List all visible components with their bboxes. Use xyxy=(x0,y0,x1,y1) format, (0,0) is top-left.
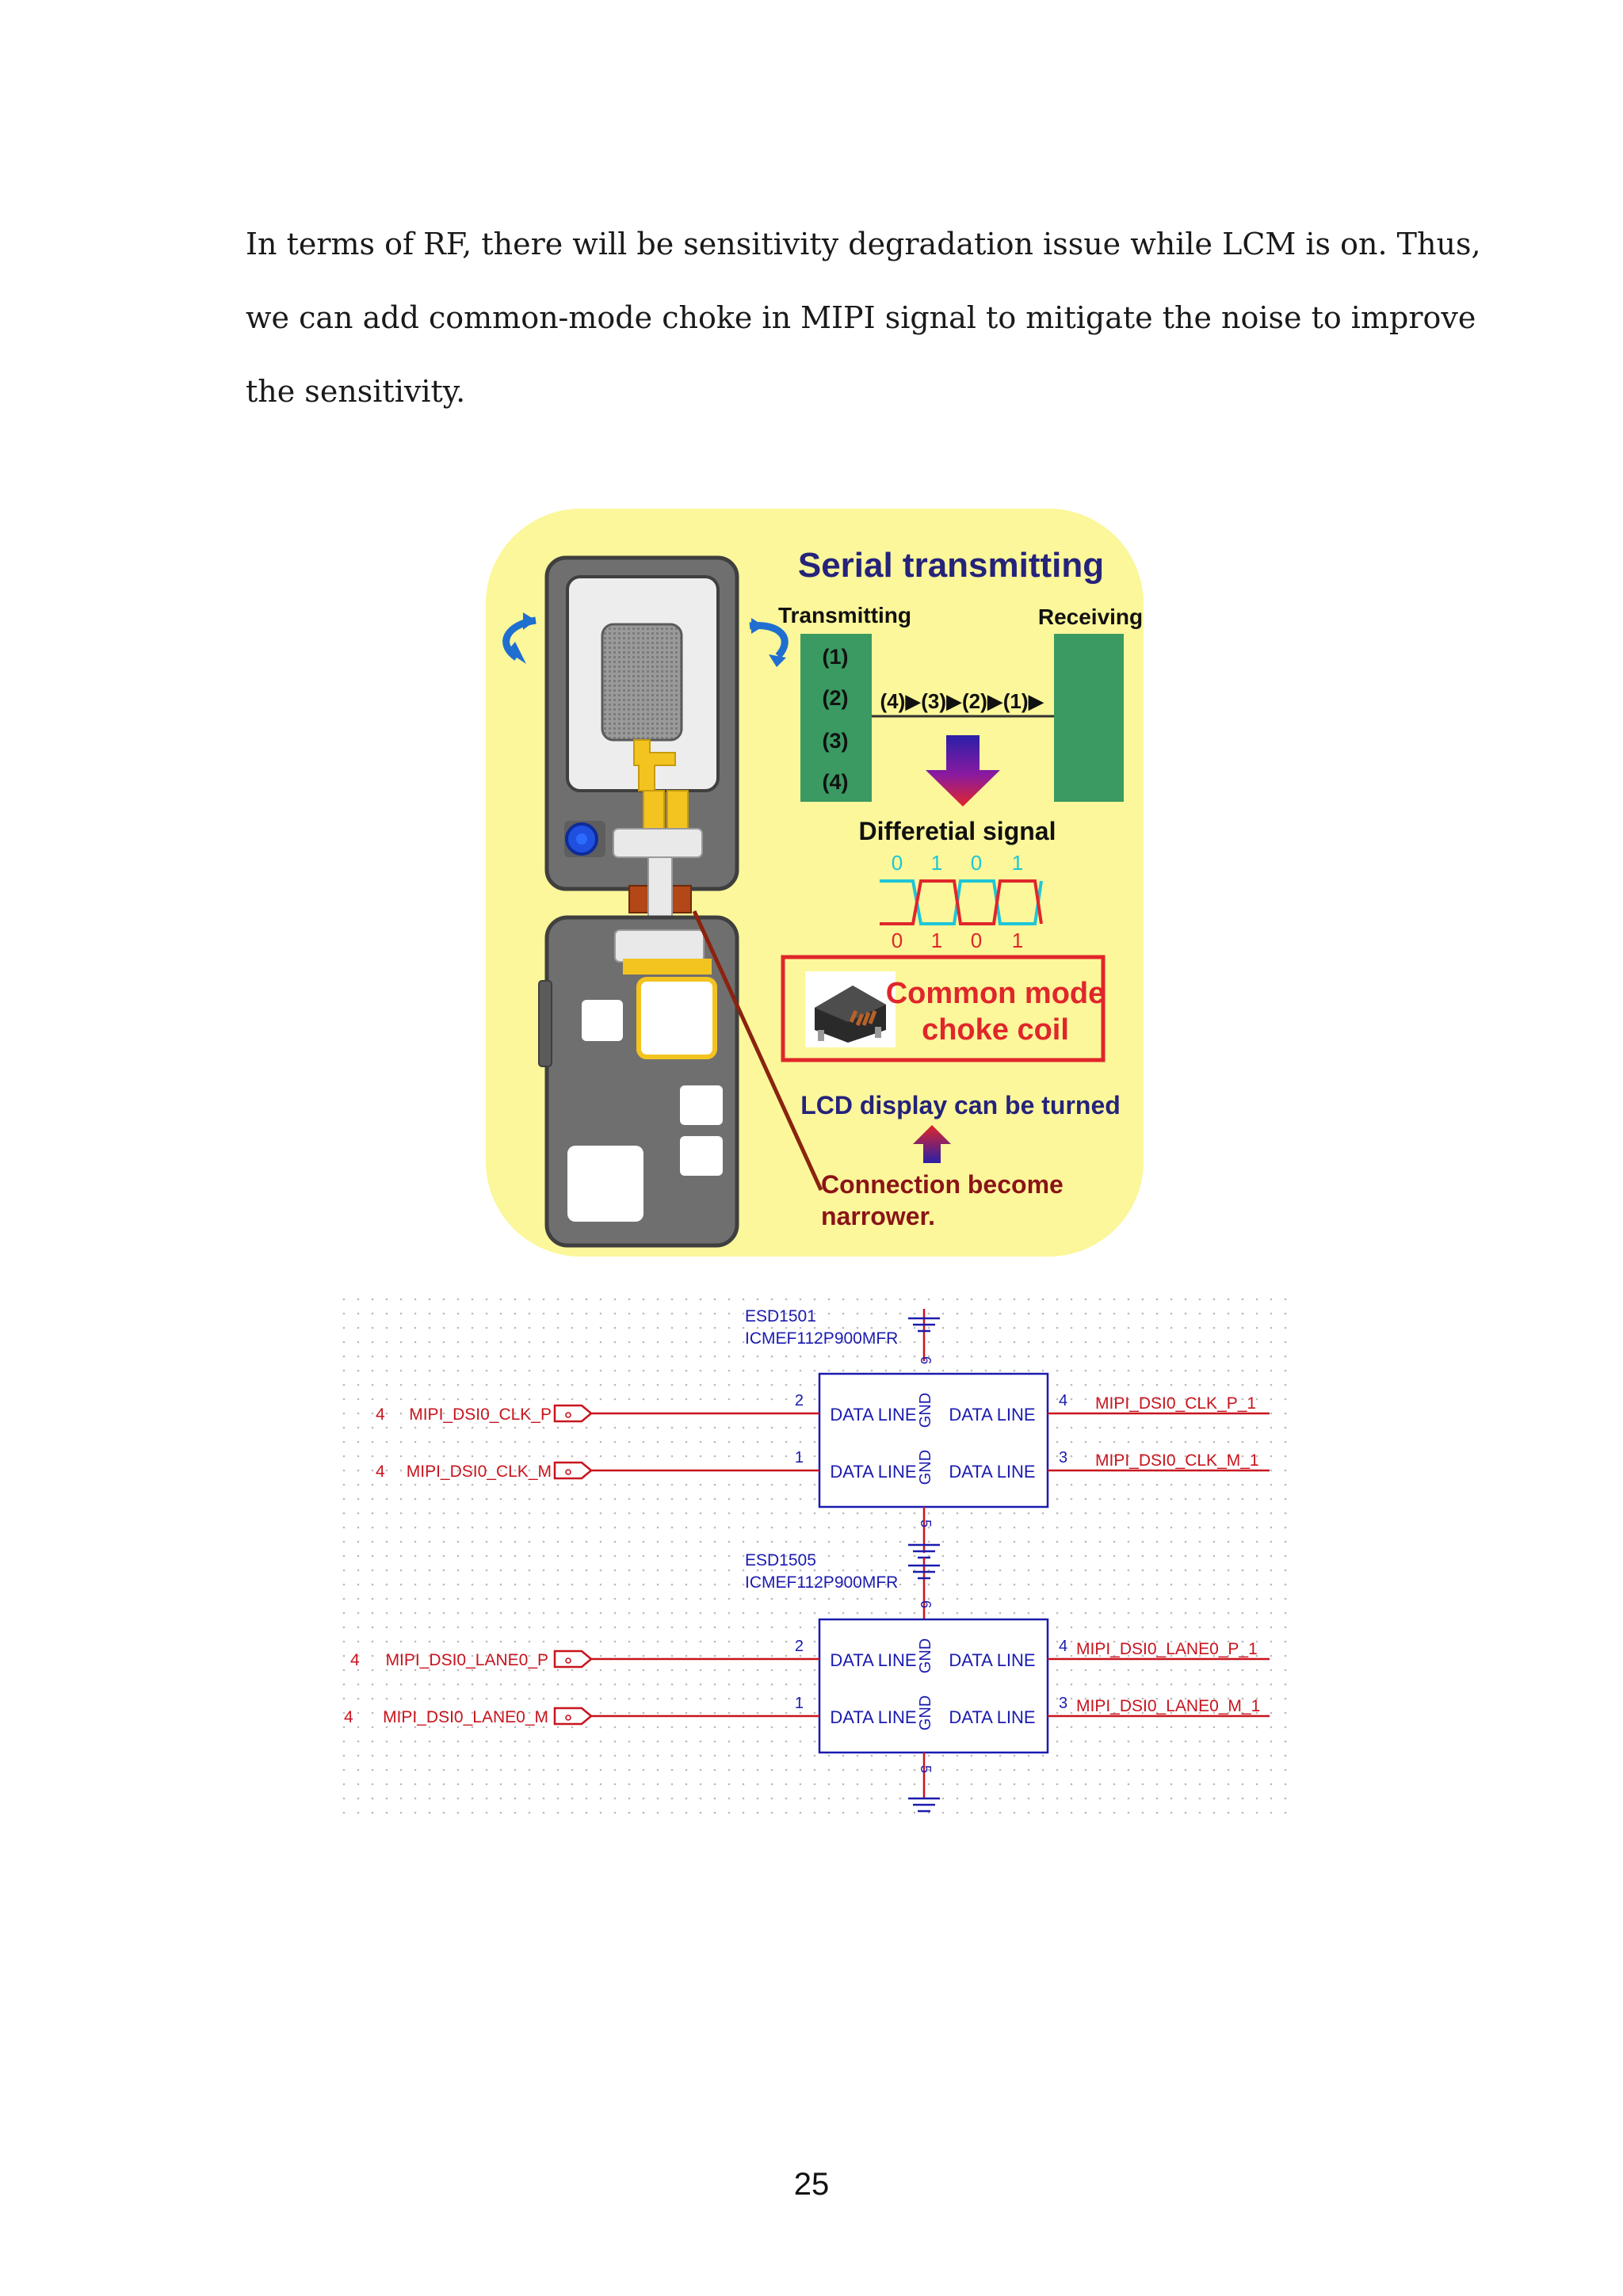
schematic-part-esd1505: ESD1505 ICMEF112P900MFR 6 DATA LINE DATA… xyxy=(344,1551,1270,1813)
choke-label-line2: choke coil xyxy=(922,1013,1069,1047)
rotate-right-icon xyxy=(749,618,789,667)
net-label: MIPI_DSI0_CLK_M_1 xyxy=(1095,1451,1259,1470)
net-sheet-ref: 4 xyxy=(376,1405,385,1424)
bit-top: 1 xyxy=(1012,851,1023,875)
part-number: ICMEF112P900MFR xyxy=(745,1573,898,1592)
slot-label: (2) xyxy=(823,686,849,710)
down-arrow-icon xyxy=(926,735,1000,807)
pin-number: 3 xyxy=(1059,1695,1067,1712)
bit-top: 1 xyxy=(931,851,942,875)
pin-number: 4 xyxy=(1059,1638,1067,1655)
schematic-part-esd1501: ESD1501 ICMEF112P900MFR 6 DATA LINE DATA… xyxy=(376,1307,1270,1559)
part-number: ICMEF112P900MFR xyxy=(745,1329,898,1348)
phone-top-part xyxy=(544,555,739,891)
paragraph-line: the sensitivity. xyxy=(246,374,466,409)
page-number: 25 xyxy=(793,2167,830,2202)
receiver-block xyxy=(1054,634,1124,802)
body-paragraph: In terms of RF, there will be sensitivit… xyxy=(246,208,1481,429)
net-label: MIPI_DSI0_LANE0_P_1 xyxy=(1076,1640,1258,1658)
body-label: DATA LINE xyxy=(949,1650,1035,1670)
bit-bottom: 1 xyxy=(931,929,942,952)
body-label: DATA LINE xyxy=(830,1405,916,1425)
slot-label: (4) xyxy=(823,770,849,794)
receiving-label: Receiving xyxy=(1038,605,1143,629)
net-label: MIPI_DSI0_LANE0_P xyxy=(386,1651,548,1669)
gnd-label: GND xyxy=(917,1393,934,1428)
body-label: DATA LINE xyxy=(830,1707,916,1727)
lcd-turned-label: LCD display can be turned xyxy=(800,1091,1121,1119)
gnd-label: GND xyxy=(917,1638,934,1673)
off-page-connector xyxy=(553,1461,593,1480)
net-label: MIPI_DSI0_CLK_P xyxy=(409,1405,552,1424)
bit-top: 0 xyxy=(971,851,982,875)
ground-symbol xyxy=(908,1558,940,1619)
ground-symbol xyxy=(908,1797,940,1813)
body-label: DATA LINE xyxy=(949,1707,1035,1727)
body-label: DATA LINE xyxy=(830,1462,916,1482)
pin-number: 1 xyxy=(795,1449,804,1466)
paragraph-line: we can add common-mode choke in MIPI sig… xyxy=(246,300,1476,335)
choke-coil-callout: Common mode choke coil xyxy=(781,955,1106,1062)
rotate-left-icon xyxy=(502,612,537,664)
pin-number: 4 xyxy=(1059,1392,1067,1409)
slot-label: (1) xyxy=(823,645,849,669)
waveform-negative xyxy=(880,879,1043,925)
transmitting-label: Transmitting xyxy=(778,603,911,627)
pin-number: 6 xyxy=(918,1600,934,1608)
off-page-connector xyxy=(553,1707,593,1726)
part-reference: ESD1501 xyxy=(745,1307,816,1325)
phone-bottom-part xyxy=(538,915,739,1248)
bit-top: 0 xyxy=(892,851,903,875)
net-sheet-ref: 4 xyxy=(350,1651,360,1669)
transmitter-block xyxy=(800,634,872,802)
bit-bottom: 0 xyxy=(892,929,903,952)
connection-pointer-line xyxy=(692,910,823,1192)
ground-symbol xyxy=(908,1309,940,1361)
slot-label: (3) xyxy=(823,729,849,753)
illustration-title: Serial transmitting xyxy=(798,546,1104,585)
paragraph-line: In terms of RF, there will be sensitivit… xyxy=(246,227,1481,261)
pin-number: 2 xyxy=(795,1392,804,1409)
pin-number: 6 xyxy=(918,1356,934,1364)
body-label: DATA LINE xyxy=(949,1462,1035,1482)
gnd-label: GND xyxy=(917,1450,934,1485)
pin-number: 5 xyxy=(918,1520,934,1527)
part-reference: ESD1505 xyxy=(745,1551,816,1569)
part-body xyxy=(818,1372,1049,1508)
net-label: MIPI_DSI0_CLK_M xyxy=(407,1463,552,1481)
pin-number: 1 xyxy=(795,1695,804,1712)
serial-sequence: (4)▶(3)▶(2)▶(1)▶ xyxy=(880,689,1044,713)
pin-number: 2 xyxy=(795,1638,804,1655)
part-body xyxy=(818,1618,1049,1754)
net-label: MIPI_DSI0_LANE0_M_1 xyxy=(1076,1697,1260,1715)
gnd-label: GND xyxy=(917,1695,934,1730)
body-label: DATA LINE xyxy=(830,1650,916,1670)
bit-bottom: 1 xyxy=(1012,929,1023,952)
net-sheet-ref: 4 xyxy=(344,1708,353,1726)
choke-label-line1: Common mode xyxy=(886,977,1106,1010)
pin-number: 3 xyxy=(1059,1449,1067,1466)
up-arrow-icon xyxy=(913,1125,951,1163)
camera-icon xyxy=(564,821,605,857)
choke-coil-icon xyxy=(805,971,896,1047)
off-page-connector xyxy=(553,1404,593,1423)
net-label: MIPI_DSI0_CLK_P_1 xyxy=(1095,1394,1256,1413)
net-sheet-ref: 4 xyxy=(376,1463,385,1481)
off-page-connector xyxy=(553,1650,593,1669)
net-label: MIPI_DSI0_LANE0_M xyxy=(383,1708,548,1726)
waveform-positive xyxy=(880,879,1043,925)
schematic-grid xyxy=(341,1288,1292,1814)
differential-signal-label: Differetial signal xyxy=(859,817,1056,845)
connection-label-line1: Connection become xyxy=(821,1170,1064,1199)
body-label: DATA LINE xyxy=(949,1405,1035,1425)
pin-number: 5 xyxy=(918,1765,934,1773)
bit-bottom: 0 xyxy=(971,929,982,952)
connection-label-line2: narrower. xyxy=(821,1202,935,1230)
